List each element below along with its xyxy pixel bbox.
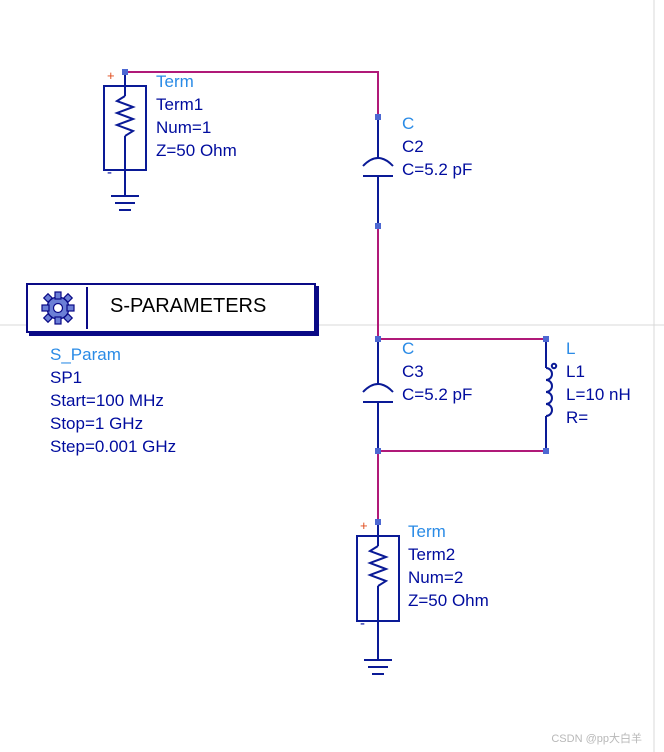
l1-value: L=10 nH: [566, 385, 631, 404]
c3-name: C3: [402, 362, 424, 381]
sparam-step: Step=0.001 GHz: [50, 437, 177, 456]
sparam-type: S_Param: [50, 345, 121, 364]
c2-name: C2: [402, 137, 424, 156]
c3-label[interactable]: C C3 C=5.2 pF: [402, 337, 472, 406]
term1-plus-marker: +: [107, 68, 115, 83]
term1-name: Term1: [156, 95, 204, 114]
sparam-name: SP1: [50, 368, 83, 387]
l1-r: R=: [566, 408, 589, 427]
term1-type: Term: [156, 72, 194, 91]
c2-type: C: [402, 114, 415, 133]
sparam-stop: Stop=1 GHz: [50, 414, 144, 433]
c2-symbol[interactable]: [362, 117, 394, 226]
term1-label[interactable]: Term Term1 Num=1 Z=50 Ohm: [156, 70, 237, 162]
term2-name: Term2: [408, 545, 456, 564]
l1-symbol[interactable]: [545, 339, 558, 451]
l1-pin-bottom[interactable]: [543, 448, 549, 454]
term1-z: Z=50 Ohm: [156, 141, 237, 160]
watermark: CSDN @pp大白羊: [551, 733, 642, 745]
l1-name: L1: [566, 362, 585, 381]
gear-icon: [30, 287, 88, 329]
wires: [125, 71, 546, 522]
term2-minus-marker: -: [360, 615, 365, 632]
term2-symbol[interactable]: [356, 522, 400, 675]
s-parameters-title: S-PARAMETERS: [110, 295, 267, 317]
c3-symbol[interactable]: [362, 341, 394, 451]
c3-pin-top[interactable]: [375, 336, 381, 342]
l1-pin-top[interactable]: [543, 336, 549, 342]
sparam-label[interactable]: S_Param SP1 Start=100 MHz Stop=1 GHz Ste…: [50, 343, 176, 458]
term1-minus-marker: -: [107, 164, 112, 181]
c3-value: C=5.2 pF: [402, 385, 473, 404]
l1-type: L: [566, 339, 576, 358]
term1-pin[interactable]: [122, 69, 128, 75]
c3-type: C: [402, 339, 415, 358]
wire-term1-c2[interactable]: [125, 71, 379, 117]
c2-pin-bottom[interactable]: [375, 223, 381, 229]
c2-pin-top[interactable]: [375, 114, 381, 120]
c2-value: C=5.2 pF: [402, 160, 473, 179]
c2-label[interactable]: C C2 C=5.2 pF: [402, 112, 472, 181]
term2-z: Z=50 Ohm: [408, 591, 489, 610]
term1-symbol[interactable]: [103, 72, 147, 211]
term1-num: Num=1: [156, 118, 212, 137]
term2-plus-marker: +: [360, 518, 368, 533]
term2-num: Num=2: [408, 568, 464, 587]
c3-pin-bottom[interactable]: [375, 448, 381, 454]
s-parameters-controller[interactable]: S-PARAMETERS: [26, 283, 316, 333]
term2-type: Term: [408, 522, 446, 541]
term2-label[interactable]: Term Term2 Num=2 Z=50 Ohm: [408, 520, 489, 612]
l1-label[interactable]: L L1 L=10 nH R=: [566, 337, 631, 429]
term2-pin[interactable]: [375, 519, 381, 525]
sparam-start: Start=100 MHz: [50, 391, 164, 410]
